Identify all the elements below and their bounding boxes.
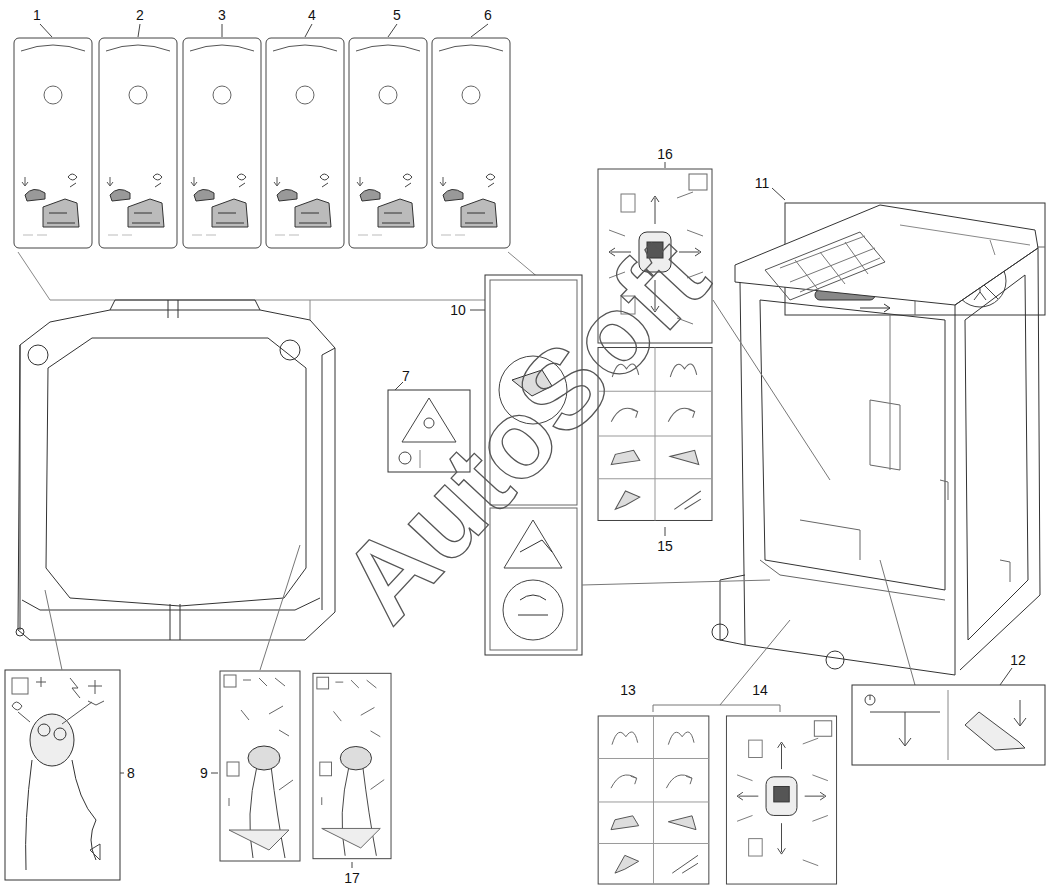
leader-line (470, 310, 485, 311)
callout-number: 14 (752, 682, 768, 698)
callout-number: 17 (344, 870, 360, 886)
callout-number: 2 (136, 7, 144, 23)
leader-line (40, 24, 488, 37)
callout-number: 4 (308, 7, 316, 23)
callout-number: 10 (450, 302, 466, 318)
decal (852, 685, 1045, 765)
callout-number: 7 (402, 368, 410, 384)
cab (712, 205, 1040, 675)
callout-number: 6 (484, 7, 492, 23)
callout-number: 5 (393, 7, 401, 23)
leader-line (395, 382, 403, 390)
leader-line (260, 545, 300, 670)
callout-number: 3 (218, 7, 226, 23)
callout-number: 9 (200, 765, 208, 781)
leader-line (211, 773, 352, 868)
callout-number: 11 (755, 175, 770, 191)
decal (220, 671, 391, 861)
callout-number: 13 (620, 682, 636, 698)
leader-line (1000, 668, 1012, 685)
bracket (653, 620, 790, 712)
rops-frame (16, 300, 335, 640)
callout-number: 12 (1010, 652, 1026, 668)
decal (598, 716, 836, 884)
callout-number: 15 (657, 538, 673, 554)
decal (5, 670, 120, 880)
decal (14, 38, 510, 248)
leader-line (120, 773, 124, 774)
leader-line (45, 590, 62, 670)
leader-line (772, 188, 785, 200)
callout-number: 16 (657, 146, 673, 162)
callout-number: 1 (33, 7, 41, 23)
callout-number: 8 (127, 765, 135, 781)
